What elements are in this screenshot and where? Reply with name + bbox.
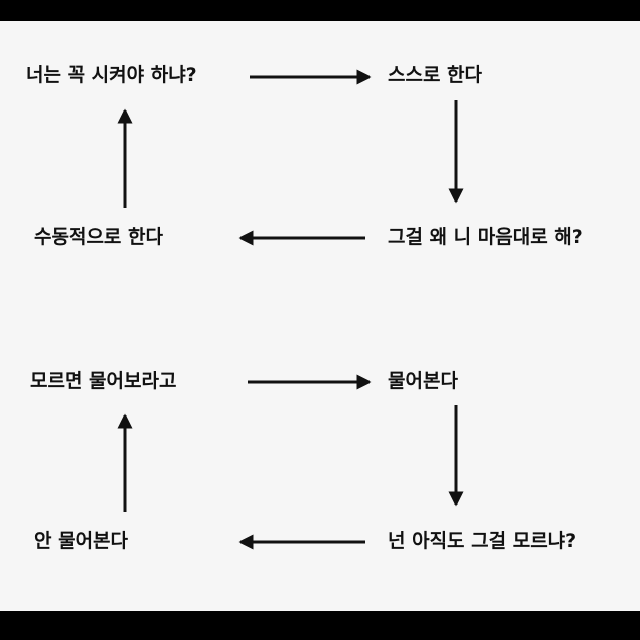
bottom-cycle-node-top-right: 물어본다	[388, 370, 458, 392]
bottom-cycle-node-bottom-right: 넌 아직도 그걸 모르냐?	[388, 530, 577, 552]
top-cycle-node-bottom-right: 그걸 왜 니 마음대로 해?	[388, 226, 583, 248]
top-cycle-node-bottom-left: 수동적으로 한다	[34, 226, 163, 248]
bottom-cycle-node-bottom-left: 안 물어본다	[34, 530, 129, 552]
diagram-canvas	[0, 21, 640, 611]
top-cycle-node-top-left: 너는 꼭 시켜야 하냐?	[26, 64, 197, 86]
bottom-cycle-node-top-left: 모르면 물어보라고	[30, 370, 177, 392]
top-cycle-node-top-right: 스스로 한다	[388, 64, 483, 86]
